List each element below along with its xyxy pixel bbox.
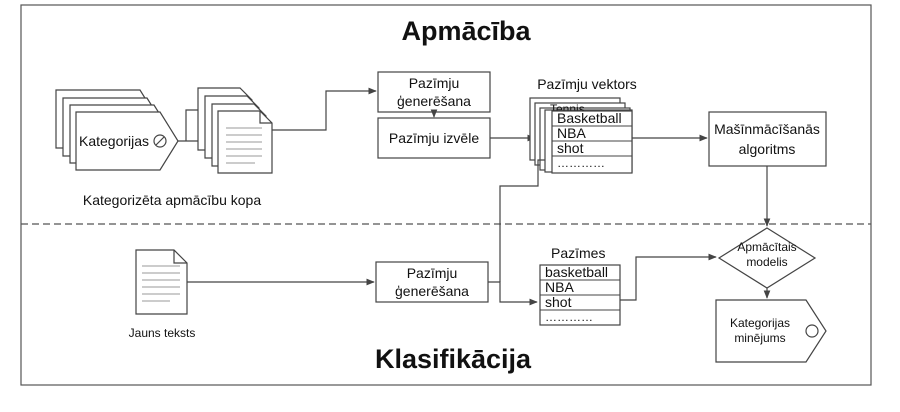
feature-generation-box-training xyxy=(377,71,491,113)
features-heading: Pazīmes xyxy=(551,245,605,261)
training-title: Apmācība xyxy=(401,16,531,46)
feature-generation-line2: ģenerēšana xyxy=(397,93,471,109)
corpus-caption: Kategorizēta apmācību kopa xyxy=(83,192,261,208)
class-generation-line2: ģenerēšana xyxy=(395,283,469,299)
features-list xyxy=(539,264,621,326)
feature-generation-box-classification xyxy=(375,261,489,303)
arrow-features-to-model xyxy=(620,253,717,301)
feature-selection-box xyxy=(377,117,491,159)
new-text-caption: Jauns teksts xyxy=(129,326,196,340)
vector-item-shot: shot xyxy=(557,140,584,156)
model-line1: Apmācītais xyxy=(737,240,796,254)
classification-title: Klasifikācija xyxy=(375,344,532,374)
feature-item-shot: shot xyxy=(545,294,572,310)
feature-item-nba: NBA xyxy=(545,279,574,295)
feature-vectors-stack: Tennis xyxy=(529,97,633,174)
category-doc-label: Kategorijas xyxy=(79,133,149,149)
category-prediction-tag xyxy=(715,299,827,363)
feature-generation-line1: Pazīmju xyxy=(409,75,460,91)
arrow-to-feature-generation xyxy=(272,87,377,131)
prediction-line2: minējums xyxy=(734,331,785,345)
stack-connector xyxy=(178,109,198,142)
selection-feedback-connector xyxy=(499,159,545,282)
ml-algorithm-box xyxy=(708,111,827,167)
vectors-heading: Pazīmju vektors xyxy=(537,76,637,92)
vector-item-basketball: Basketball xyxy=(557,110,622,126)
vector-item-nba: NBA xyxy=(557,125,586,141)
algorithm-line1: Mašīnmācīšanās xyxy=(714,121,820,137)
model-line2: modelis xyxy=(746,255,787,269)
vector-item-more: ………… xyxy=(557,156,605,170)
feature-selection-label: Pazīmju izvēle xyxy=(389,130,479,146)
new-text-document xyxy=(135,249,188,315)
document-pages-stack xyxy=(197,87,273,174)
algorithm-line2: algoritms xyxy=(739,141,796,157)
class-generation-line1: Pazīmju xyxy=(407,265,458,281)
feature-item-basketball: basketball xyxy=(545,264,608,280)
arrow-generation-to-features xyxy=(488,281,538,306)
tag-hole-icon xyxy=(805,324,819,338)
prediction-line1: Kategorijas xyxy=(730,316,790,330)
outer-frame xyxy=(20,4,872,386)
feature-item-more: ………… xyxy=(545,310,593,324)
category-document-stack xyxy=(55,89,179,171)
